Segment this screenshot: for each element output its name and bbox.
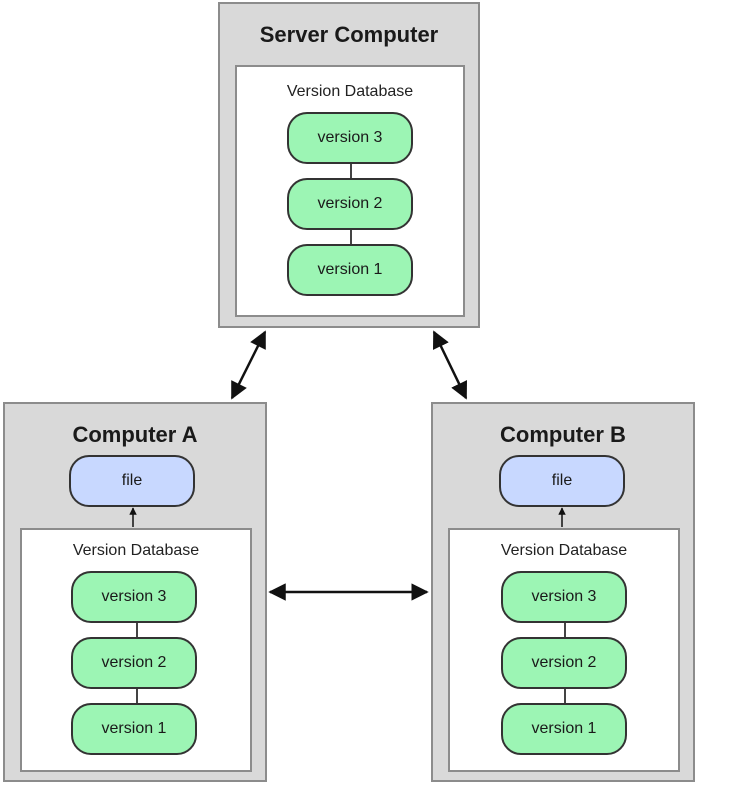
sync-arrow-server-a xyxy=(230,330,267,400)
version-connector xyxy=(350,228,352,244)
server-database-label: Version Database xyxy=(286,83,414,100)
version-node: version 1 xyxy=(501,703,627,755)
version-node: version 1 xyxy=(287,244,413,296)
computer-a-version-database: Version Database version 3 version 2 ver… xyxy=(20,528,252,772)
version-connector xyxy=(564,687,566,703)
version-node: version 3 xyxy=(287,112,413,164)
computer-a-database-label: Version Database xyxy=(72,542,200,559)
version-connector xyxy=(136,621,138,637)
version-node: version 3 xyxy=(71,571,197,623)
version-connector xyxy=(350,162,352,178)
computer-b-database-label: Version Database xyxy=(500,542,628,559)
version-node: version 2 xyxy=(71,637,197,689)
version-node: version 3 xyxy=(501,571,627,623)
version-node: version 2 xyxy=(287,178,413,230)
version-node: version 1 xyxy=(71,703,197,755)
version-connector xyxy=(136,687,138,703)
server-version-database: Version Database version 3 version 2 ver… xyxy=(235,65,465,317)
computer-b-version-database: Version Database version 3 version 2 ver… xyxy=(448,528,680,772)
computer-a-title: Computer A xyxy=(72,422,198,447)
file-node: file xyxy=(499,455,625,507)
version-node: version 2 xyxy=(501,637,627,689)
version-connector xyxy=(564,621,566,637)
server-computer-box: Server Computer Version Database version… xyxy=(218,2,480,328)
computer-b-box: Computer B file Version Database version… xyxy=(431,402,695,782)
computer-a-box: Computer A file Version Database version… xyxy=(3,402,267,782)
file-node: file xyxy=(69,455,195,507)
server-computer-title: Server Computer xyxy=(259,22,439,47)
computer-b-title: Computer B xyxy=(500,422,626,447)
sync-arrow-server-b xyxy=(432,330,468,400)
